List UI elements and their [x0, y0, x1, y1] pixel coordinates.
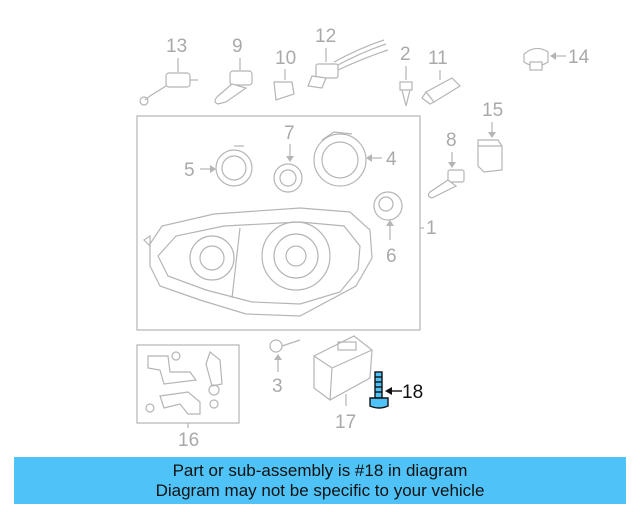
part-14-plug[interactable]: 14 — [523, 47, 590, 71]
part-9-bulb[interactable]: 9 — [214, 36, 253, 105]
banner-line-2: Diagram may not be specific to your vehi… — [155, 480, 485, 500]
callout-2: 2 — [400, 44, 411, 65]
callout-10: 10 — [275, 48, 296, 69]
callout-9: 9 — [232, 36, 243, 57]
callout-17: 17 — [335, 412, 356, 433]
callout-15: 15 — [482, 100, 503, 121]
callout-14: 14 — [568, 47, 590, 68]
part-3-screw[interactable]: 3 — [269, 339, 301, 397]
callout-13: 13 — [166, 36, 187, 57]
part-18-bolt-highlighted[interactable]: 18 — [369, 371, 423, 409]
headlamp-assembly-box[interactable]: 1 5 7 4 6 — [136, 115, 437, 331]
part-10-bulb[interactable]: 10 — [273, 48, 296, 101]
part-12-socket[interactable]: 12 — [307, 26, 389, 89]
callout-18: 18 — [402, 382, 423, 403]
part-16-bracket-kit[interactable]: 16 — [136, 344, 240, 451]
callout-3: 3 — [272, 376, 283, 397]
part-11-bulb[interactable]: 11 — [421, 48, 461, 105]
parts-diagram: 13 9 10 12 2 11 — [136, 26, 590, 451]
callout-16: 16 — [178, 430, 199, 451]
callout-4: 4 — [386, 149, 397, 170]
banner-line-1: Part or sub-assembly is #18 in diagram — [172, 460, 468, 480]
callout-8: 8 — [446, 130, 457, 151]
callout-12: 12 — [315, 26, 336, 47]
part-2-screw[interactable]: 2 — [399, 44, 413, 107]
callout-11: 11 — [428, 48, 448, 69]
part-17-ballast[interactable]: 17 — [313, 335, 373, 433]
part-8-bulb[interactable]: 8 — [427, 130, 465, 199]
callout-6: 6 — [386, 246, 397, 267]
callout-7: 7 — [284, 123, 295, 144]
part-13-bulb[interactable]: 13 — [139, 36, 198, 106]
part-15-module[interactable]: 15 — [477, 100, 503, 173]
callout-5: 5 — [184, 160, 195, 181]
info-banner: Part or sub-assembly is #18 in diagram D… — [14, 457, 626, 504]
callout-1: 1 — [426, 218, 437, 239]
